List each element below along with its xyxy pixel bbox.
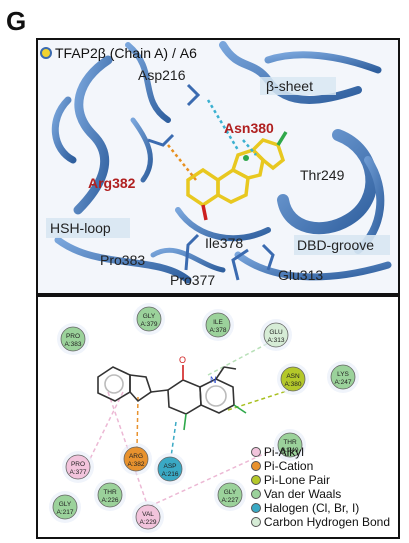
legend-label: Carbon Hydrogen Bond — [263, 515, 390, 529]
legend-swatch — [250, 461, 261, 471]
residue-number: A:226 — [102, 497, 119, 504]
residue-name: LYS — [337, 371, 349, 378]
legend-label: Van der Waals — [263, 487, 342, 501]
residue-number: A:380 — [285, 381, 302, 388]
legend-item: Halogen (Cl, Br, I) — [250, 501, 390, 515]
panel-letter: G — [6, 6, 27, 36]
legend-item: Pi-Lone Pair — [250, 473, 390, 487]
legend-swatch — [250, 489, 261, 499]
label-arg382: Arg382 — [88, 175, 136, 191]
label-asp216: Asp216 — [138, 67, 186, 83]
legend-swatch — [250, 517, 261, 527]
interaction-lines — [167, 99, 257, 181]
legend-item: Pi-Alkyl — [250, 445, 390, 459]
label-glu313: Glu313 — [278, 267, 323, 283]
residue-name: GLY — [224, 489, 237, 496]
residue-number: A:227 — [222, 497, 239, 504]
residue-name: ARG — [129, 453, 143, 460]
residue-name: GLU — [269, 329, 283, 336]
label-beta-sheet: β-sheet — [266, 78, 313, 94]
residue-name: PRO — [66, 333, 80, 340]
legend-swatch — [250, 503, 261, 513]
legend-item: Van der Waals — [250, 487, 390, 501]
residue-number: A:247 — [335, 379, 352, 386]
residue-name: PRO — [71, 461, 85, 468]
structure-view: TFAP2β (Chain A) / A6 Asp216 β-sheet Asn… — [38, 40, 398, 293]
residue-number: A:383 — [65, 341, 82, 348]
residue-number: A:382 — [128, 461, 145, 468]
residue-name: ILE — [213, 319, 223, 326]
residue-number: A:313 — [268, 337, 285, 344]
ligand-a6 — [186, 131, 288, 221]
protein-ribbon — [51, 41, 392, 284]
legend-label: Pi-Alkyl — [263, 445, 304, 459]
residue-number: A:377 — [70, 469, 87, 476]
legend-item: Pi-Cation — [250, 459, 390, 473]
residue-number: A:229 — [140, 519, 157, 526]
ligand-2d-structure — [97, 365, 247, 431]
label-pro377: Pro377 — [170, 272, 215, 288]
label-thr249: Thr249 — [300, 167, 345, 183]
residue-name: THR — [283, 439, 297, 446]
residue-name: GLY — [59, 501, 72, 508]
structure-view-panel: TFAP2β (Chain A) / A6 Asp216 β-sheet Asn… — [36, 38, 400, 295]
legend-label: Pi-Cation — [263, 459, 314, 473]
svg-text:TFAP2β (Chain A) / A6: TFAP2β (Chain A) / A6 — [55, 45, 197, 61]
residue-name: THR — [103, 489, 117, 496]
legend-swatch — [250, 475, 261, 485]
legend-item: Carbon Hydrogen Bond — [250, 515, 390, 529]
residue-number: A:216 — [162, 471, 179, 478]
legend-label: Pi-Lone Pair — [263, 473, 330, 487]
residue-name: ASN — [286, 373, 300, 380]
residue-number: A:249 — [282, 447, 299, 454]
residue-number: A:378 — [210, 327, 227, 334]
residue-name: GLY — [143, 313, 156, 320]
structure-title: TFAP2β (Chain A) / A6 — [40, 45, 197, 61]
side-chains — [147, 83, 275, 281]
residue-number: A:379 — [141, 321, 158, 328]
svg-text:O: O — [179, 355, 186, 365]
legend-label: Halogen (Cl, Br, I) — [263, 501, 360, 515]
label-dbd-groove: DBD-groove — [297, 237, 374, 253]
label-asn380: Asn380 — [224, 120, 274, 136]
legend-swatch — [250, 447, 261, 457]
label-hsh-loop: HSH-loop — [50, 220, 111, 236]
residue-number: A:217 — [57, 509, 74, 516]
residue-name: ASP — [163, 463, 176, 470]
label-pro383: Pro383 — [100, 252, 145, 268]
svg-text:N: N — [210, 375, 217, 385]
label-ile378: Ile378 — [205, 235, 243, 251]
residue-name: VAL — [142, 511, 154, 518]
